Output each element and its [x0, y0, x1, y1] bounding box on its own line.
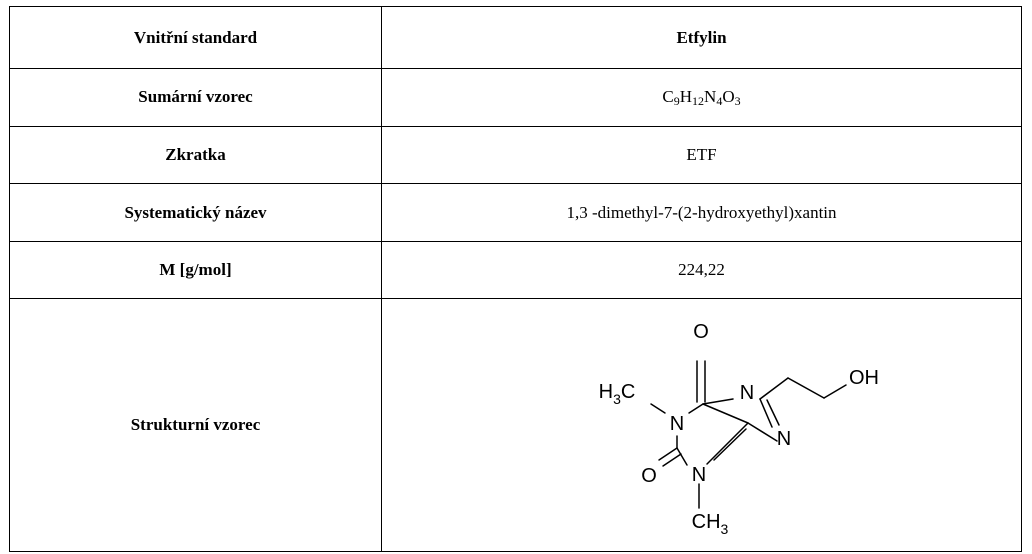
atom-nitrogen-7: N: [739, 382, 753, 404]
atom-nitrogen-1: N: [669, 413, 683, 435]
table-row-molar-mass: M [g/mol] 224,22: [9, 240, 1022, 300]
bond-lines: [649, 359, 847, 509]
atom-nitrogen-3: N: [691, 464, 705, 486]
table-row-structure: Strukturní vzorec: [9, 298, 1022, 552]
formula-label: Sumární vzorec: [9, 68, 382, 127]
structure-cell: O H3C N N OH O N N CH3: [381, 298, 1022, 552]
molar-mass-label: M [g/mol]: [9, 240, 382, 300]
table-row-formula: Sumární vzorec C9H12N4O3: [9, 68, 1022, 127]
molar-mass-value: 224,22: [381, 240, 1022, 300]
abbreviation-label: Zkratka: [9, 125, 382, 185]
table-row-abbreviation: Zkratka ETF: [9, 125, 1022, 185]
formula-value: C9H12N4O3: [381, 68, 1022, 127]
structural-formula-diagram: O H3C N N OH O N N CH3: [598, 321, 879, 537]
atom-oxygen-top: O: [693, 321, 709, 343]
structure-label: Strukturní vzorec: [9, 298, 382, 552]
header-label: Vnitřní standard: [9, 5, 382, 70]
table-row-header: Vnitřní standard Etfylin: [9, 5, 1022, 70]
table-row-systematic-name: Systematický název 1,3 -dimethyl-7-(2-hy…: [9, 183, 1022, 242]
atom-methyl-top: H3C: [598, 381, 635, 407]
internal-standard-table: Vnitřní standard Etfylin Sumární vzorec …: [9, 5, 1022, 552]
systematic-name-value: 1,3 -dimethyl-7-(2-hydroxyethyl)xantin: [381, 183, 1022, 242]
header-value: Etfylin: [381, 5, 1022, 70]
abbreviation-value: ETF: [381, 125, 1022, 185]
atom-nitrogen-9: N: [776, 428, 790, 450]
atom-hydroxyl: OH: [849, 367, 879, 389]
molecular-formula: C9H12N4O3: [662, 87, 741, 109]
atom-methyl-bottom: CH3: [691, 511, 728, 534]
systematic-name-label: Systematický název: [9, 183, 382, 242]
atom-oxygen-left: O: [641, 465, 657, 487]
